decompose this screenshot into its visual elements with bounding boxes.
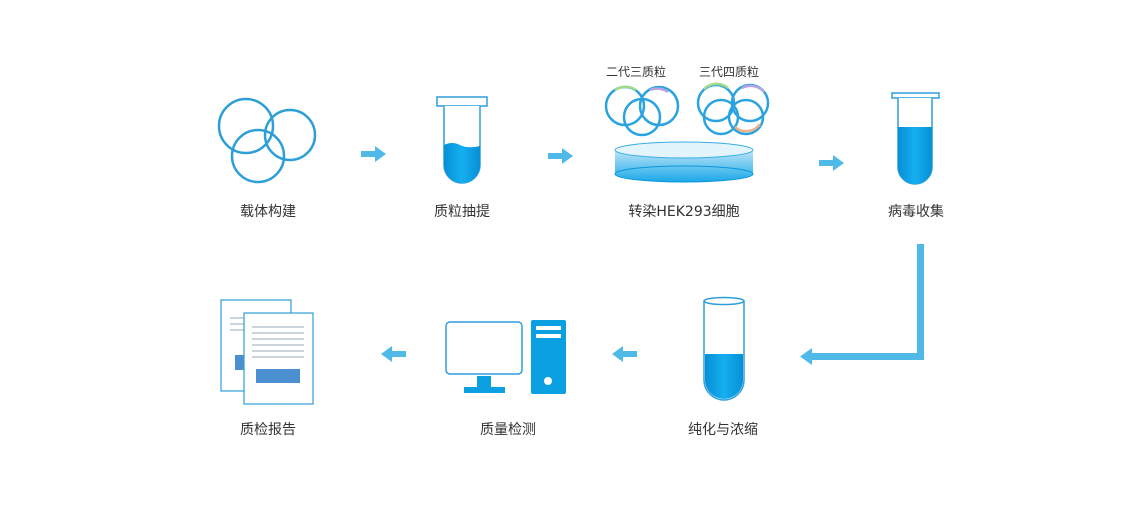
plasmid-2nd-gen-icon (604, 85, 680, 137)
step-label-plasmid-extraction: 质粒抽提 (434, 204, 490, 220)
arrow-left-2 (381, 346, 406, 362)
step-label-vector-construction: 载体构建 (240, 204, 296, 220)
arrow-right-1 (361, 146, 386, 162)
test-tube-half-icon (703, 296, 745, 401)
computer-icon (445, 320, 566, 394)
arrow-left-1 (612, 346, 637, 362)
plasmid-3rd-gen-icon (696, 82, 770, 136)
documents-icon (220, 299, 314, 405)
arrow-down-left-connector (800, 244, 924, 365)
arrow-right-2 (548, 148, 573, 164)
step-label-qc-report: 质检报告 (240, 422, 296, 438)
plasmid-label-3rd-gen: 三代四质粒 (698, 65, 760, 79)
step-label-purification: 纯化与浓缩 (688, 422, 758, 438)
test-tube-full-icon (891, 92, 940, 185)
overlapping-rings-icon (217, 97, 317, 184)
step-label-transfection: 转染HEK293细胞 (628, 204, 740, 220)
step-label-quality-testing: 质量检测 (480, 422, 536, 438)
test-tube-icon (436, 96, 488, 184)
plasmid-label-2nd-gen: 二代三质粒 (605, 65, 667, 79)
arrow-right-3 (819, 155, 844, 171)
step-label-virus-harvest: 病毒收集 (888, 204, 944, 220)
petri-dish-icon (614, 141, 754, 183)
